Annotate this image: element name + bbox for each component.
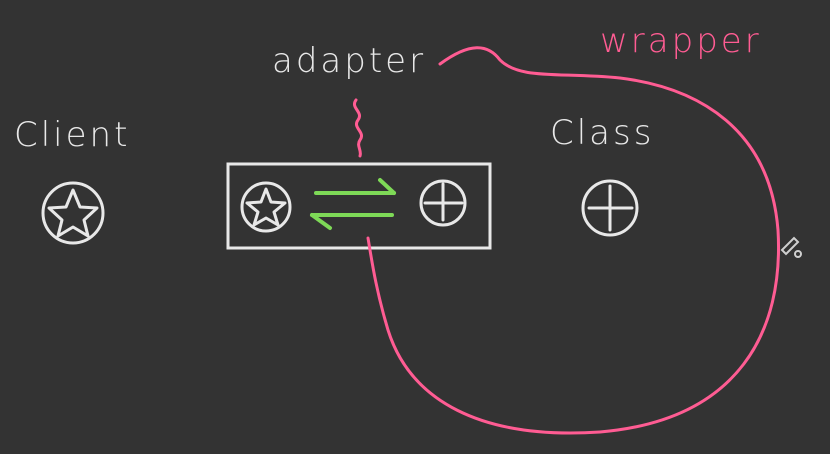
- wrapper-loop: [366, 46, 781, 435]
- adapter-plus-circle-icon: [419, 179, 467, 227]
- bidirectional-arrows-icon: [310, 178, 396, 230]
- adapter-box: [226, 162, 492, 250]
- client-label: Client: [14, 115, 131, 155]
- adapter-label: adapter: [272, 41, 427, 81]
- client-star-circle-icon: [41, 181, 105, 245]
- adapter-squiggle: [353, 98, 363, 158]
- class-label: Class: [550, 113, 655, 153]
- adapter-star-circle-icon: [240, 181, 292, 233]
- wrapper-label: wrapper: [600, 21, 762, 61]
- class-plus-circle-icon: [581, 179, 639, 237]
- pen-cursor-icon: [780, 236, 802, 258]
